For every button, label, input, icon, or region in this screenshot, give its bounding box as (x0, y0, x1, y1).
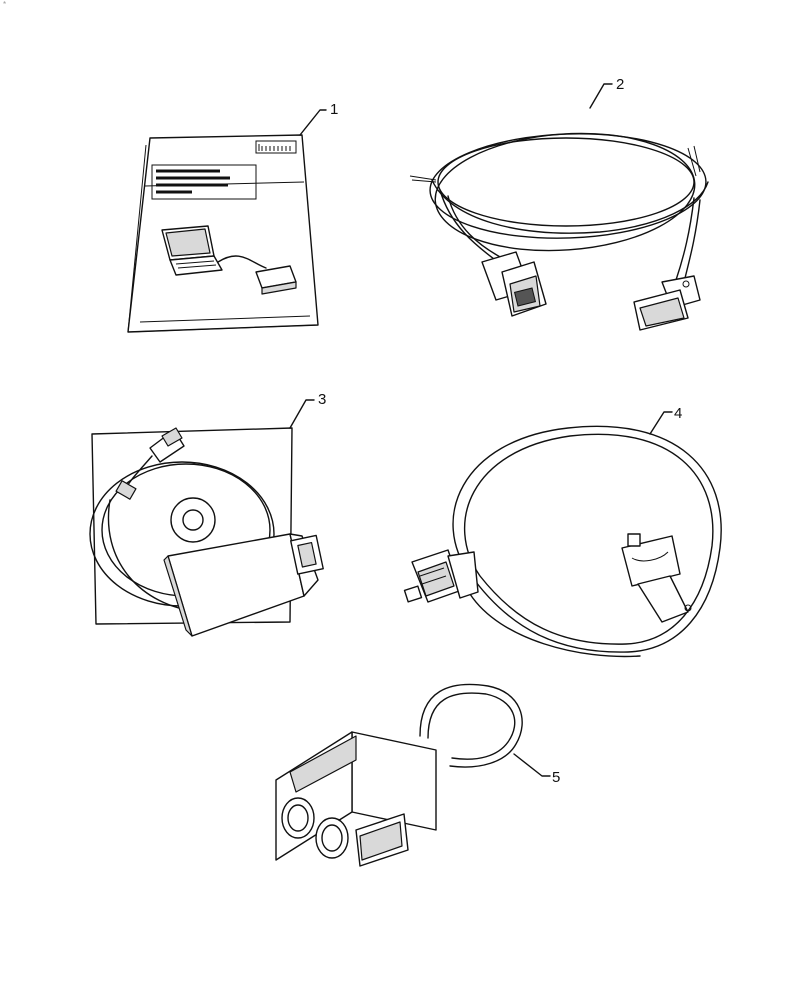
part-3-software-kit[interactable]: 3 (89, 391, 326, 637)
corner-mark: * (3, 0, 7, 9)
callout-2-label: 2 (616, 76, 624, 93)
part-2-cable[interactable]: 2 (409, 76, 709, 331)
part-1-manual[interactable]: 1 (127, 101, 338, 333)
callout-1-label: 1 (330, 101, 338, 118)
callout-3-label: 3 (318, 391, 326, 408)
callout-5-label: 5 (552, 769, 560, 786)
part-5-jumper[interactable]: 5 (275, 683, 560, 867)
part-4-loop-harness[interactable]: 4 (403, 405, 722, 658)
callout-4-label: 4 (674, 405, 682, 422)
